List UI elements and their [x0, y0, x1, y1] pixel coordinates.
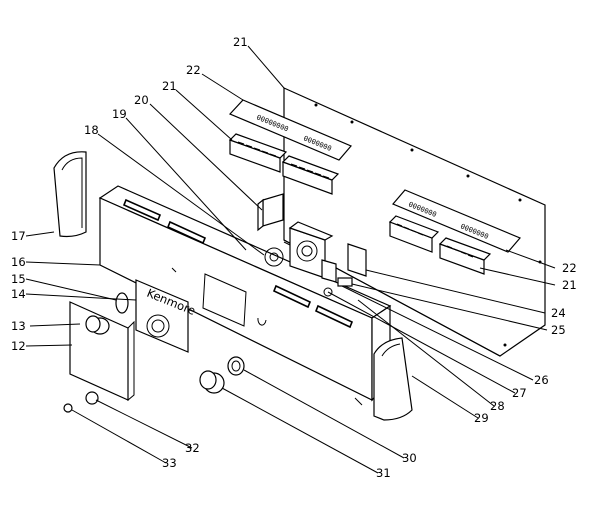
callout-16: 16: [11, 255, 26, 269]
label-strip-lower: 0000000 0000000: [392, 189, 521, 253]
callout-27: 27: [512, 386, 527, 400]
timer-housing: [288, 221, 334, 279]
label-strip-upper: 00000000 0000000: [228, 99, 352, 161]
control-knob: [85, 315, 110, 335]
callout-20: 20: [134, 93, 149, 107]
callout-19: 19: [112, 107, 127, 121]
knob-32: [85, 391, 99, 405]
callout-17: 17: [11, 229, 26, 243]
dial-bezel: [115, 292, 129, 314]
callout-33: 33: [162, 456, 177, 470]
callout-21-top: 21: [162, 79, 177, 93]
front-plate: [69, 301, 135, 402]
callout-29: 29: [474, 411, 489, 425]
knob-31: [199, 370, 225, 394]
callout-13: 13: [11, 319, 26, 333]
switch-block-upper-right: [281, 155, 340, 195]
callout-23: 21: [233, 35, 248, 49]
timer-bracket: [257, 193, 284, 232]
callout-31: 31: [376, 466, 391, 480]
callout-28: 28: [490, 399, 505, 413]
callout-12: 12: [11, 339, 26, 353]
leader-lines: [25, 45, 556, 474]
callout-26: 26: [534, 373, 549, 387]
switch-block-lower-right: [438, 237, 492, 275]
callout-24: 24: [551, 306, 566, 320]
callout-15: 15: [11, 272, 26, 286]
knob-30: [227, 356, 245, 376]
callout-18: 18: [84, 123, 99, 137]
callout-32: 32: [185, 441, 200, 455]
callout-30: 30: [402, 451, 417, 465]
callout-22-top: 22: [186, 63, 201, 77]
knob-33: [63, 403, 73, 413]
end-cap-right: [373, 337, 413, 421]
switch-block-lower-left: [388, 215, 440, 253]
callout-25: 25: [551, 323, 566, 337]
end-cap-left: [53, 151, 87, 238]
switch-block-upper-left: [228, 133, 288, 173]
callout-14: 14: [11, 287, 26, 301]
callout-21-right: 21: [562, 278, 577, 292]
callout-22-right: 22: [562, 261, 577, 275]
switch-assembly: [321, 243, 367, 297]
